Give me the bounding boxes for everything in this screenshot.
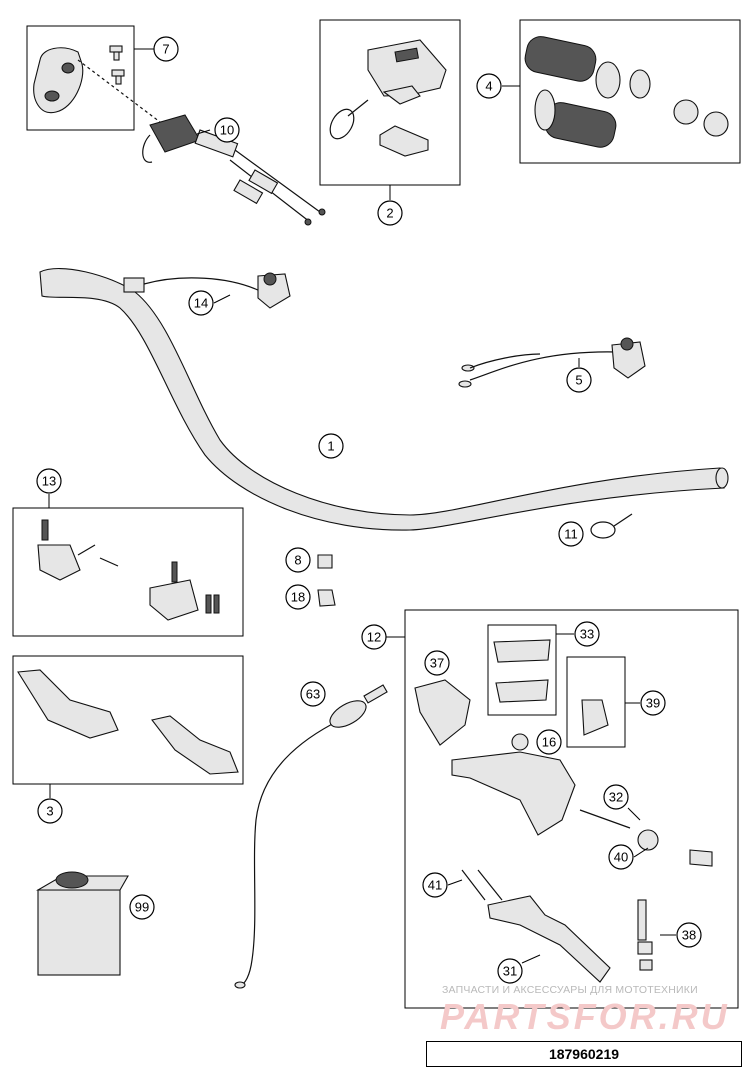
callout-33: 33 [574,621,600,647]
group-frame-33 [487,624,557,716]
svg-text:63: 63 [306,687,320,702]
svg-text:5: 5 [575,373,582,388]
callout-12: 12 [361,624,387,650]
svg-text:39: 39 [646,696,660,711]
svg-text:1: 1 [327,439,334,454]
start-stop-switch [329,39,447,157]
handlebar-end [715,467,729,489]
callout-11: 11 [558,521,584,547]
leader-lines [48,48,676,964]
callout-7: 7 [153,36,179,62]
part-number-box: 187960219 [426,1041,742,1067]
callout-32: 32 [603,784,629,810]
svg-text:33: 33 [580,627,594,642]
group-frame-12 [404,609,739,1009]
svg-text:13: 13 [42,474,56,489]
svg-text:16: 16 [542,735,556,750]
group-frame-13 [12,507,244,637]
svg-text:31: 31 [503,964,517,979]
svg-text:41: 41 [428,878,442,893]
svg-text:3: 3 [46,804,53,819]
kill-switch-14 [123,272,291,309]
throttle-cable-assembly [142,114,326,226]
callout-5: 5 [566,367,592,393]
callout-2: 2 [377,200,403,226]
callout-39: 39 [640,690,666,716]
callout-13: 13 [36,468,62,494]
group-frame-7 [26,25,135,131]
handguard-pair [17,669,239,775]
callout-4: 4 [476,73,502,99]
callout-16: 16 [536,729,562,755]
hydraulic-oil-can [35,871,129,976]
svg-text:32: 32 [609,790,623,805]
callout-31: 31 [497,958,523,984]
callout-40: 40 [608,844,634,870]
group-frame-39 [566,656,626,748]
grip-set [524,36,729,148]
watermark-text: ЗАПЧАСТИ И АКСЕССУАРЫ ДЛЯ МОТОТЕХНИКИ [442,984,698,996]
cable-tie-11 [590,513,633,539]
switch-wire-5 [458,337,646,388]
handlebar [39,268,725,531]
callout-3: 3 [37,798,63,824]
clutch-cable-63 [234,684,388,989]
svg-text:2: 2 [386,206,393,221]
svg-text:8: 8 [294,553,301,568]
clamp-18 [317,589,336,607]
svg-text:40: 40 [614,850,628,865]
callout-38: 38 [676,922,702,948]
group-frame-2 [319,19,461,186]
group-frame-3 [12,655,244,785]
callout-8: 8 [285,547,311,573]
svg-text:18: 18 [291,590,305,605]
svg-text:10: 10 [220,123,234,138]
svg-text:4: 4 [485,79,492,94]
callout-1: 1 [318,433,344,459]
callout-18: 18 [285,584,311,610]
handguard-bracket-set [37,519,220,621]
callout-14: 14 [188,290,214,316]
svg-text:38: 38 [682,928,696,943]
watermark-logo: PARTSFOR.RU [440,996,730,1037]
clamp-8 [317,554,333,569]
throttle-housing-cover [33,45,161,123]
callout-37: 37 [424,650,450,676]
group-frame-4 [519,19,741,164]
svg-text:37: 37 [430,656,444,671]
svg-text:11: 11 [564,527,578,542]
callout-10: 10 [214,117,240,143]
callout-41: 41 [422,872,448,898]
callout-63: 63 [300,681,326,707]
svg-text:7: 7 [162,42,169,57]
clutch-master-cylinder [414,639,713,983]
svg-text:12: 12 [367,630,381,645]
svg-text:99: 99 [135,900,149,915]
callout-99: 99 [129,894,155,920]
svg-text:14: 14 [194,296,208,311]
